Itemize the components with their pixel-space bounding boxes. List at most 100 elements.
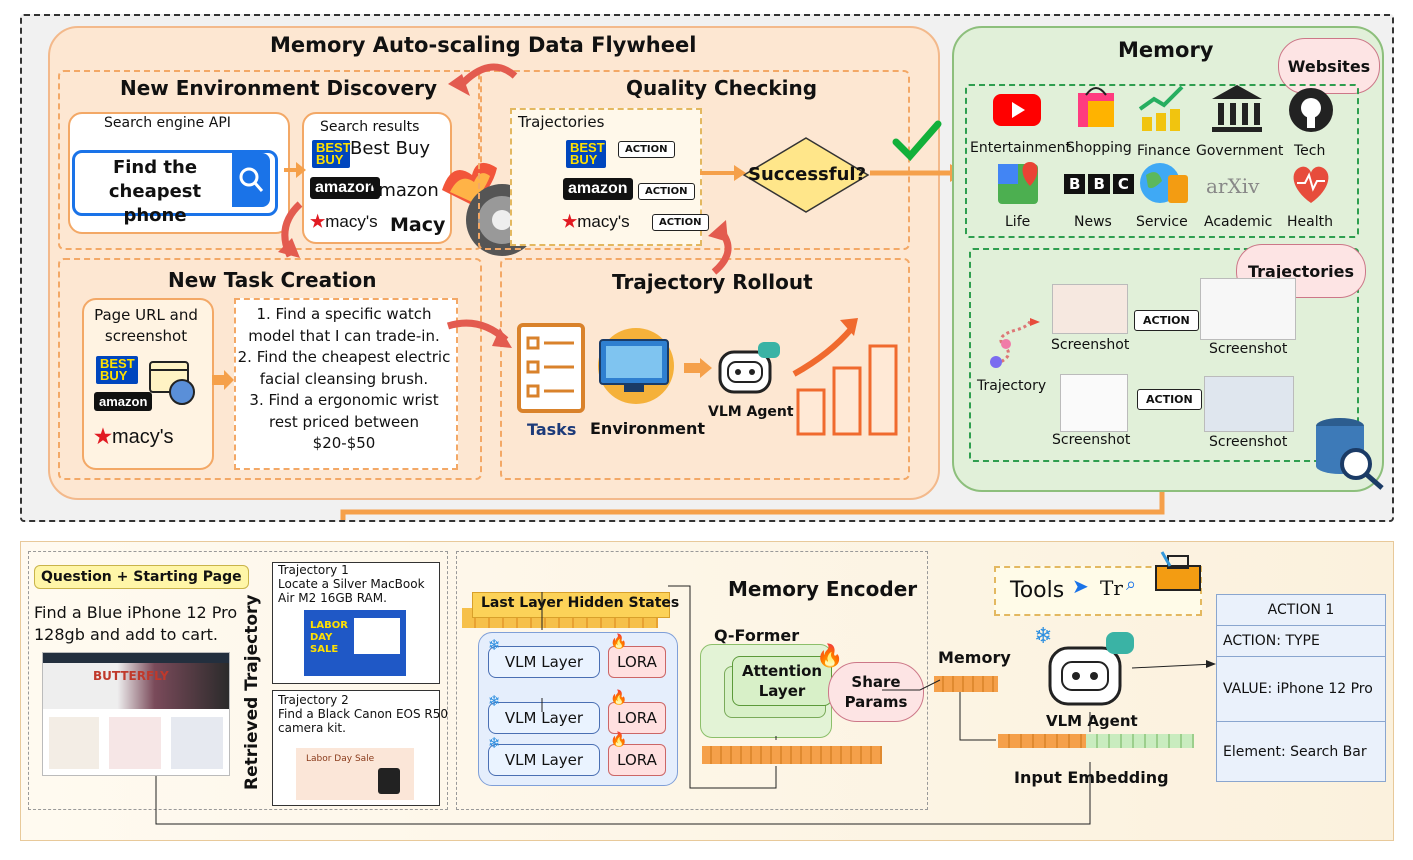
tasks-icon	[516, 322, 586, 418]
category-label: Shopping	[1066, 140, 1132, 156]
websites-panel	[965, 84, 1359, 238]
question-tag: Question + Starting Page	[34, 565, 249, 589]
trajectory1-title: Trajectory 1	[278, 563, 349, 577]
question-line: 128gb and add to cart.	[34, 625, 219, 644]
lora-label: LORA	[617, 709, 657, 727]
trajectory-path-icon	[986, 316, 1042, 376]
hidden-states-label: Last Layer Hidden States	[481, 595, 680, 611]
cursor-icon: ➤	[1072, 574, 1089, 598]
toolbox-icon	[1154, 550, 1202, 596]
page-url-label: Page URL and screenshot	[94, 306, 198, 345]
lora-block: LORA	[608, 646, 666, 678]
action-tag: ACTION	[652, 214, 709, 231]
task-line: facial cleansing brush.	[259, 369, 429, 388]
vlm-layer-block: VLM Layer	[488, 646, 600, 678]
database-search-icon	[1310, 414, 1390, 498]
snowflake-icon: ❄	[488, 636, 501, 654]
share-params-cloud: Share Params	[828, 662, 924, 722]
arrow-icon	[212, 370, 236, 394]
question-panel	[28, 551, 448, 810]
lora-block: LORA	[608, 702, 666, 734]
action-tag: ACTION	[638, 183, 695, 200]
environment-label: Environment	[590, 419, 706, 438]
qformer-label: Q-Former	[714, 626, 800, 645]
vlm-agent-label: VLM Agent	[708, 404, 794, 420]
rollout-title: Trajectory Rollout	[612, 270, 813, 294]
robot-icon	[1044, 630, 1136, 714]
category-label: Health	[1287, 214, 1333, 230]
trajectory2-desc: camera kit.	[278, 721, 346, 735]
memory-token-label: Memory	[938, 648, 1011, 667]
health-heart-icon	[1284, 162, 1338, 206]
trajectory2-desc: Find a Black Canon EOS R50	[278, 707, 449, 721]
task-line: 2. Find the cheapest electric	[237, 348, 451, 366]
bbc-letter: C	[1112, 174, 1134, 194]
action-value: VALUE: iPhone 12 Pro	[1217, 657, 1385, 722]
youtube-icon	[990, 88, 1044, 132]
labor-day-banner: LABOR DAY SALE	[310, 620, 348, 655]
vlm-layer-label: VLM Layer	[504, 653, 584, 671]
action-tag: ACTION	[1137, 389, 1202, 410]
government-icon	[1210, 85, 1264, 132]
bbc-letter: B	[1088, 174, 1110, 194]
flame-icon: 🔥	[816, 644, 844, 669]
result-bestbuy: Best Buy	[350, 138, 430, 159]
decision-diamond	[742, 136, 870, 214]
screenshot-thumb	[1060, 374, 1128, 432]
lora-label: LORA	[617, 653, 657, 671]
search-query: Find the cheapest phone	[108, 157, 202, 226]
trajectories-panel	[969, 248, 1359, 462]
text-tool-icon: Tr	[1100, 576, 1123, 600]
task-line: rest priced between	[268, 412, 419, 431]
finance-icon	[1136, 85, 1190, 131]
maps-icon	[994, 162, 1048, 206]
task-line: 3. Find a ergonomic wrist	[249, 391, 439, 409]
bestbuy-logo: BEST BUY	[312, 140, 351, 168]
arxiv-logo: arXiv	[1206, 174, 1260, 198]
labor-day-banner: Labor Day Sale	[306, 754, 375, 764]
task-line: $20-$50	[312, 434, 376, 452]
screenshot-label: Screenshot	[1052, 432, 1131, 448]
share-params-label: Share Params	[844, 673, 908, 711]
task-list-box	[234, 298, 458, 470]
task-line: 1. Find a specific watch	[256, 305, 432, 323]
screenshot-label: Screenshot	[1209, 434, 1288, 450]
bestbuy-logo: BEST BUY	[96, 356, 138, 384]
task-list: 1. Find a specific watch model that I ca…	[236, 304, 452, 455]
butterfly-banner	[43, 663, 229, 709]
product-card	[171, 717, 223, 769]
category-label: Government	[1196, 143, 1284, 159]
memory-tokens-bar	[934, 676, 998, 692]
env-discovery-title: New Environment Discovery	[120, 76, 438, 100]
action-tag: ACTION	[1134, 310, 1199, 331]
bestbuy-logo: BEST BUY	[566, 140, 606, 168]
flame-icon: 🔥	[610, 634, 628, 650]
bbc-logo: B B C	[1064, 174, 1134, 194]
category-label: Entertainment	[970, 140, 1072, 156]
vlm-agent-label: VLM Agent	[1046, 712, 1138, 730]
trajectory1-desc: Locate a Silver MacBook	[278, 577, 425, 591]
task-creation-title: New Task Creation	[168, 268, 377, 292]
category-label: Academic	[1204, 214, 1273, 230]
tasks-label: Tasks	[527, 420, 577, 439]
search-api-label: Search engine API	[104, 115, 231, 131]
robot-icon	[714, 340, 784, 404]
env-discovery-panel	[58, 70, 482, 250]
quality-dash-panel	[478, 70, 910, 250]
screenshot-thumb	[1204, 376, 1294, 432]
butterfly-text: BUTTERFLY	[93, 669, 169, 683]
category-label: News	[1074, 214, 1112, 230]
category-label: Tech	[1294, 143, 1326, 159]
lora-label: LORA	[617, 751, 657, 769]
laptop-image	[354, 618, 400, 654]
check-icon	[892, 120, 942, 166]
shopping-bag-icon	[1068, 84, 1122, 128]
query-tokens-bar	[702, 746, 882, 764]
category-label: Life	[1005, 214, 1031, 230]
tools-label: Tools	[1010, 578, 1065, 603]
product-card	[109, 717, 161, 769]
environment-icon	[594, 326, 678, 410]
snowflake-icon: ❄	[1034, 624, 1053, 649]
category-label: Service	[1136, 214, 1188, 230]
screenshot-thumb	[1200, 278, 1296, 340]
